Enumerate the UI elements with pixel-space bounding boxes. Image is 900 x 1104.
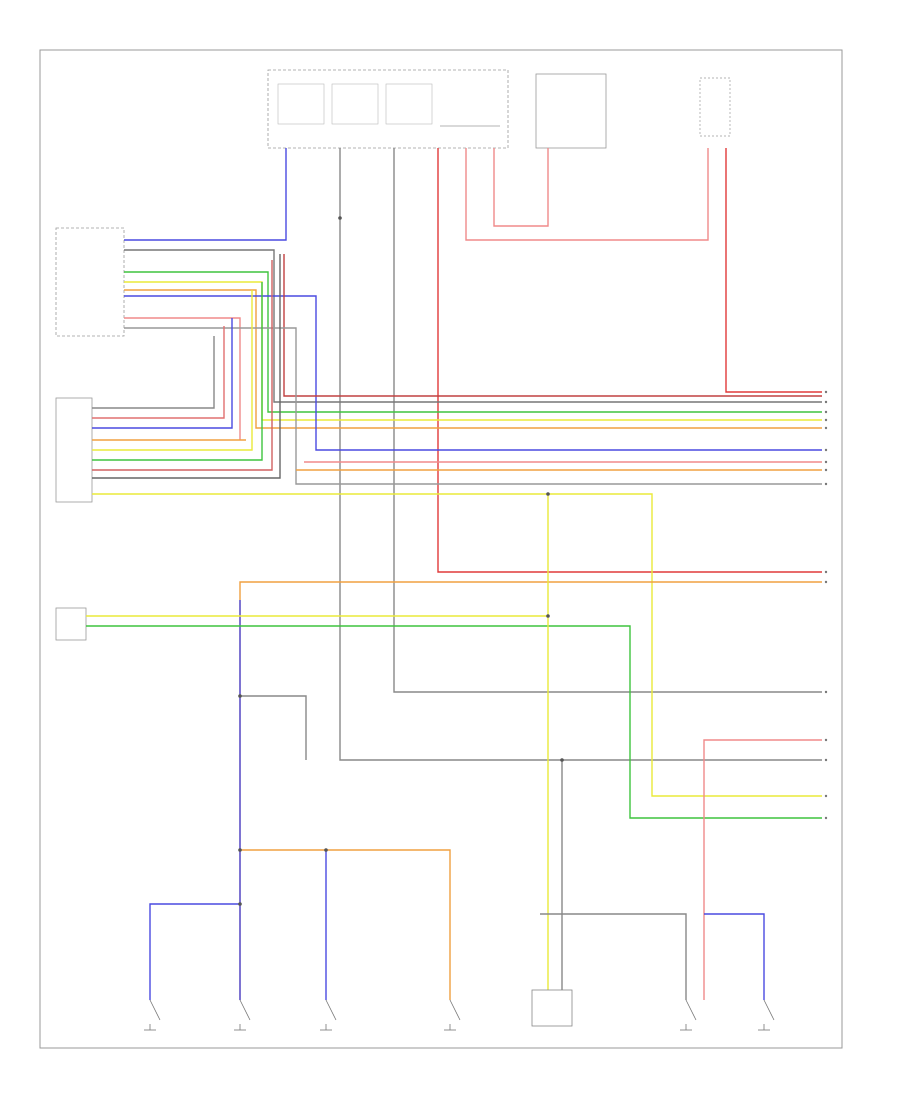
wire-blue-l [124,295,822,451]
left-switch-assembly [55,227,125,337]
wires [86,148,822,1000]
top-control-box [535,73,607,149]
wire-yellow-long [92,493,822,797]
wire-pink-rl [703,739,822,1000]
wire-lm-1 [92,336,215,409]
relay-1 [277,83,325,125]
wire-red-1 [437,148,822,573]
wire-lm-3 [92,318,233,429]
wire-llm-green [86,625,822,819]
switch-6 [763,999,775,1030]
wire-blue-b0 [149,903,240,1000]
wire-blue-rl [704,913,765,1000]
wire-green-l [124,271,822,413]
wire-orange-low [239,581,822,1000]
wire-pink-l [124,317,241,440]
right-terminals [824,390,828,820]
relay-2 [331,83,379,125]
wire-red-right [725,148,822,393]
wire-lm-6 [92,282,263,461]
sensor-box [531,989,573,1027]
top-right-component [699,77,731,137]
left-module [55,397,93,503]
wire-lm-8 [92,254,281,479]
wire-black-1 [339,148,822,761]
wire-black-2 [393,148,822,693]
wire-red-mid [283,254,822,397]
relay-3 [385,83,433,125]
switch-5 [685,999,697,1030]
wire-black-rl [540,913,687,1000]
top-relay-box [267,69,509,149]
junction-dots [238,216,564,906]
switch-2 [239,999,251,1030]
wire-orange-bus [240,849,451,1000]
wire-gray-l [124,327,822,485]
wire-blue-top [124,148,287,241]
wire-lm-7 [92,260,273,471]
wire-orange-l [124,289,822,429]
bottom-switches [149,999,775,1030]
left-lower-module [55,607,87,641]
wire-lm-2 [92,326,225,419]
page-frame [39,49,843,1049]
switch-1 [149,999,161,1030]
wire-black-l1 [124,249,822,403]
wire-pink-loop [465,148,709,241]
wire-mid-switch [240,695,307,760]
switch-4 [449,999,461,1030]
switch-3 [325,999,337,1030]
wire-lm-5 [92,290,253,451]
wire-yellow-l [124,281,822,421]
wire-pink-loop2 [493,148,549,227]
